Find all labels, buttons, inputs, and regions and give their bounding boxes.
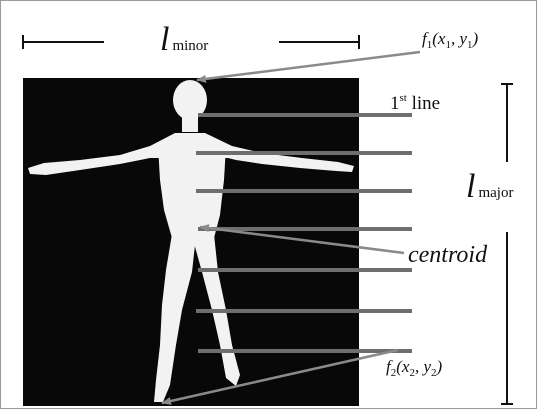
f1-arrow xyxy=(196,50,421,83)
f2-label: f2(x2, y2) xyxy=(386,357,443,379)
centroid-arrow xyxy=(199,224,405,255)
minor-subscript: minor xyxy=(172,38,208,54)
centroid-label: centroid xyxy=(408,242,488,268)
minor-symbol: l xyxy=(160,21,169,58)
major-subscript: major xyxy=(478,185,513,201)
f2-arrow xyxy=(161,348,399,405)
first-line-label: 1st line xyxy=(390,92,440,114)
scan-lines xyxy=(196,113,412,353)
minor-dimension xyxy=(22,35,360,49)
f1-label: f1(x1, y1) xyxy=(422,29,479,51)
major-symbol: l xyxy=(466,168,475,205)
major-dimension xyxy=(501,83,513,405)
